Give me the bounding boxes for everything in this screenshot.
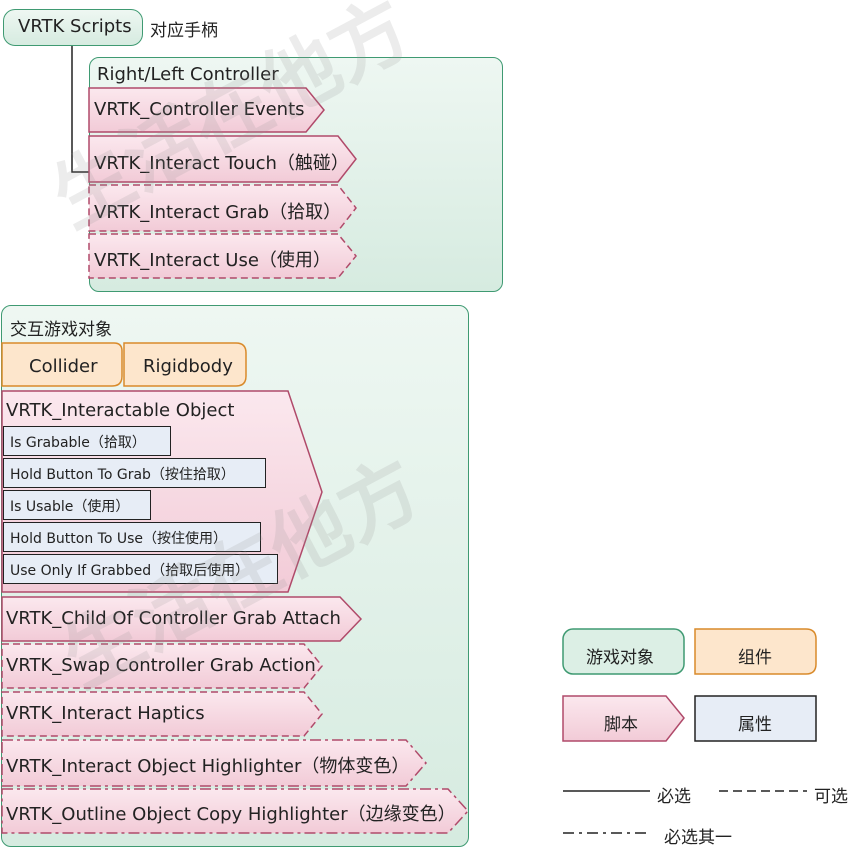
script-interact-haptics: VRTK_Interact Haptics — [6, 703, 205, 724]
script-interactable-object: VRTK_Interactable Object — [6, 400, 235, 421]
legend-script-shape — [562, 695, 685, 742]
property-is-grabable-label: Is Grabable（拾取） — [10, 435, 146, 451]
legend-game-object-label: 游戏对象 — [586, 648, 654, 668]
controller-group-title: Right/Left Controller — [97, 64, 279, 85]
script-shape-interact-grab — [88, 184, 357, 232]
script-shape-child-grab-attach — [1, 596, 363, 642]
legend-required-label: 必选 — [657, 787, 691, 807]
connector-line — [71, 46, 89, 173]
object-group-title: 交互游戏对象 — [10, 320, 112, 340]
legend-component-shape — [694, 628, 817, 675]
component-shape-rigidbody — [123, 342, 247, 387]
script-shape-outline-highlighter — [1, 788, 470, 834]
legend-property-label: 属性 — [738, 715, 772, 735]
vrtk-scripts-box — [3, 9, 143, 46]
script-child-grab-attach: VRTK_Child Of Controller Grab Attach — [6, 608, 341, 629]
legend-game-object-shape — [562, 628, 685, 675]
legend-script-label: 脚本 — [604, 715, 638, 735]
property-is-usable-label: Is Usable（使用） — [10, 499, 130, 515]
script-swap-grab-action: VRTK_Swap Controller Grab Action — [6, 655, 316, 676]
script-shape-object-highlighter — [1, 739, 427, 787]
vrtk-scripts-label: VRTK Scripts — [18, 16, 132, 37]
legend-component-label: 组件 — [738, 648, 772, 668]
vrtk-scripts-note: 对应手柄 — [150, 21, 218, 41]
property-hold-to-use-label: Hold Button To Use（按住使用） — [10, 531, 228, 547]
script-controller-events: VRTK_Controller Events — [94, 99, 305, 120]
property-is-grabable — [3, 426, 171, 456]
component-collider: Collider — [29, 356, 98, 377]
component-rigidbody: Rigidbody — [143, 356, 233, 377]
component-shape-collider — [1, 342, 123, 387]
property-hold-to-grab-label: Hold Button To Grab（按住拾取） — [10, 467, 235, 483]
script-shape-interact-haptics — [1, 691, 323, 737]
script-object-highlighter: VRTK_Interact Object Highlighter（物体变色） — [6, 756, 410, 777]
property-hold-to-grab — [3, 458, 266, 488]
property-use-only-if-grabbed-label: Use Only If Grabbed（拾取后使用） — [10, 563, 250, 579]
script-interact-grab: VRTK_Interact Grab（拾取） — [94, 202, 342, 223]
script-interact-use: VRTK_Interact Use（使用） — [94, 250, 331, 271]
property-use-only-if-grabbed — [3, 554, 278, 584]
legend-optional-label: 可选 — [814, 787, 848, 807]
script-outline-highlighter: VRTK_Outline Object Copy Highlighter（边缘变… — [6, 804, 456, 825]
script-interact-touch: VRTK_Interact Touch（触碰） — [94, 153, 349, 174]
script-shape-interact-touch — [88, 135, 357, 183]
script-shape-swap-grab-action — [1, 643, 323, 689]
property-is-usable — [3, 490, 151, 520]
property-hold-to-use — [3, 522, 261, 552]
legend-property-shape — [694, 695, 817, 742]
script-shape-interact-use — [88, 233, 357, 279]
script-shape-controller-events — [88, 87, 325, 133]
legend-choose-one-label: 必选其一 — [664, 828, 732, 848]
